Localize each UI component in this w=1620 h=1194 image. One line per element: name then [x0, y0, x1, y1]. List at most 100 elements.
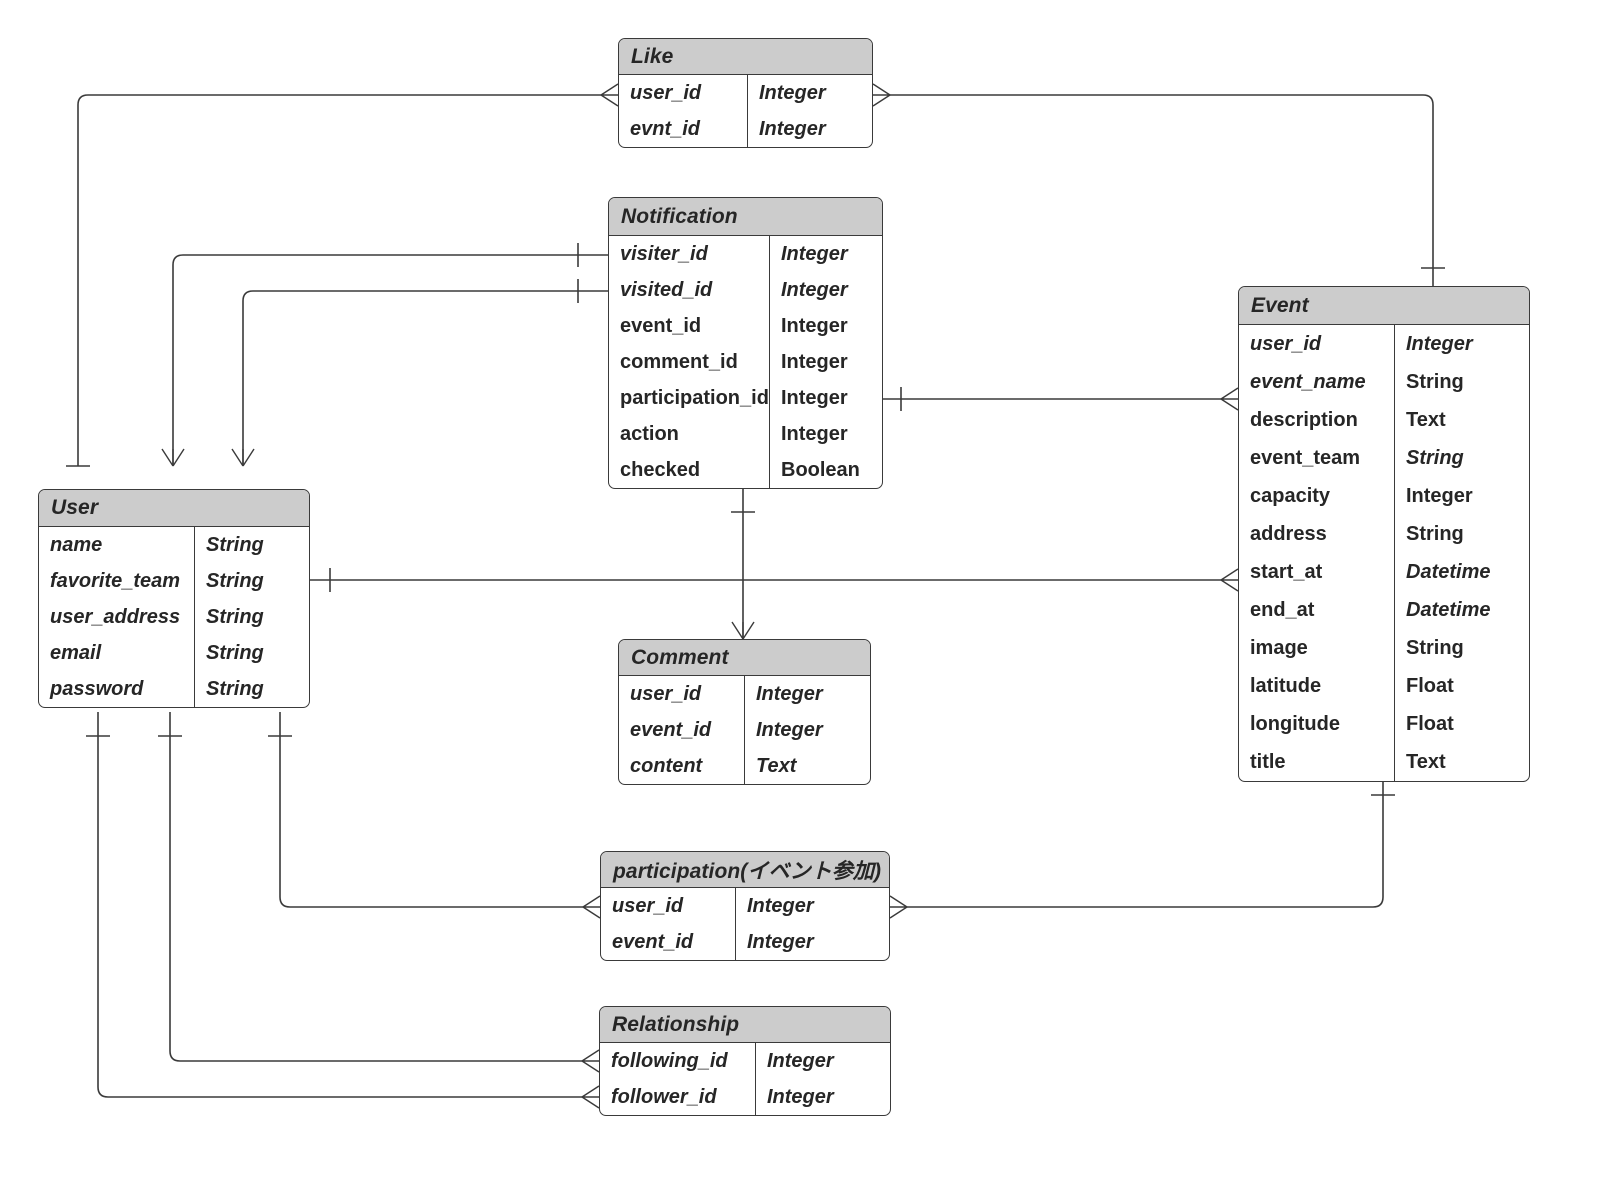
- field-type: Text: [1394, 743, 1529, 781]
- field-name: visited_id: [620, 278, 713, 301]
- field-name: description: [1250, 408, 1358, 431]
- crowsfoot-relationship-follower: [581, 1085, 600, 1109]
- crowsfoot-event-left-notif: [1220, 387, 1239, 411]
- connector-user-follower: [97, 712, 582, 1098]
- field-name: password: [50, 677, 144, 700]
- table-row[interactable]: user_id Integer: [619, 676, 870, 712]
- field-type: String: [1394, 439, 1529, 477]
- field-name: event_team: [1250, 446, 1361, 469]
- field-type: Integer: [769, 380, 882, 416]
- entity-title-relationship: Relationship: [600, 1007, 890, 1043]
- field-type: Integer: [747, 111, 872, 147]
- field-name: user_id: [630, 682, 702, 705]
- table-row[interactable]: password String: [39, 671, 309, 707]
- field-name: event_id: [612, 930, 694, 953]
- entity-title-user: User: [39, 490, 309, 527]
- field-name: favorite_team: [50, 569, 181, 592]
- table-row[interactable]: evnt_id Integer: [619, 111, 872, 147]
- field-type: Float: [1394, 667, 1529, 705]
- field-type: Integer: [755, 1079, 890, 1115]
- table-row[interactable]: visited_id Integer: [609, 272, 882, 308]
- table-row[interactable]: capacity Integer: [1239, 477, 1529, 515]
- crowsfoot-user-top-visited: [231, 448, 255, 467]
- field-name: user_id: [1250, 332, 1322, 355]
- connector-user-participation: [279, 712, 583, 908]
- field-name: longitude: [1250, 712, 1340, 735]
- field-name: evnt_id: [630, 117, 701, 140]
- field-name: follower_id: [611, 1085, 717, 1108]
- table-row[interactable]: event_team String: [1239, 439, 1529, 477]
- field-type: String: [1394, 363, 1529, 401]
- field-type: Boolean: [769, 452, 882, 488]
- field-name: title: [1250, 750, 1286, 773]
- table-row[interactable]: comment_id Integer: [609, 344, 882, 380]
- field-type: String: [194, 671, 309, 707]
- field-type: Integer: [744, 676, 870, 712]
- crowsfoot-relationship-following: [581, 1049, 600, 1073]
- crowsfoot-user-top-visiter: [161, 448, 185, 467]
- field-type: Integer: [769, 272, 882, 308]
- crowsfoot-participation-right: [889, 895, 908, 919]
- field-name: address: [1250, 522, 1327, 545]
- field-name: event_id: [630, 718, 712, 741]
- field-type: Integer: [1394, 477, 1529, 515]
- crowsfoot-comment-top: [731, 621, 755, 640]
- field-name: start_at: [1250, 560, 1323, 583]
- field-name: action: [620, 422, 679, 445]
- field-name: visiter_id: [620, 242, 708, 265]
- field-name: following_id: [611, 1049, 728, 1072]
- entity-title-comment: Comment: [619, 640, 870, 676]
- entity-title-participation: participation(イベント参加): [601, 852, 889, 888]
- field-type: Integer: [735, 888, 889, 924]
- field-type: String: [194, 635, 309, 671]
- table-row[interactable]: title Text: [1239, 743, 1529, 781]
- field-name: comment_id: [620, 350, 738, 373]
- field-type: Integer: [1394, 325, 1529, 363]
- entity-title-event: Event: [1239, 287, 1529, 325]
- field-type: Text: [744, 748, 870, 784]
- field-type: Text: [1394, 401, 1529, 439]
- field-type: Integer: [769, 344, 882, 380]
- field-type: String: [194, 599, 309, 635]
- table-row[interactable]: follower_id Integer: [600, 1079, 890, 1115]
- field-type: Integer: [747, 75, 872, 111]
- field-name: capacity: [1250, 484, 1331, 507]
- field-type: Datetime: [1394, 591, 1529, 629]
- table-row[interactable]: user_id Integer: [1239, 325, 1529, 363]
- table-row[interactable]: description Text: [1239, 401, 1529, 439]
